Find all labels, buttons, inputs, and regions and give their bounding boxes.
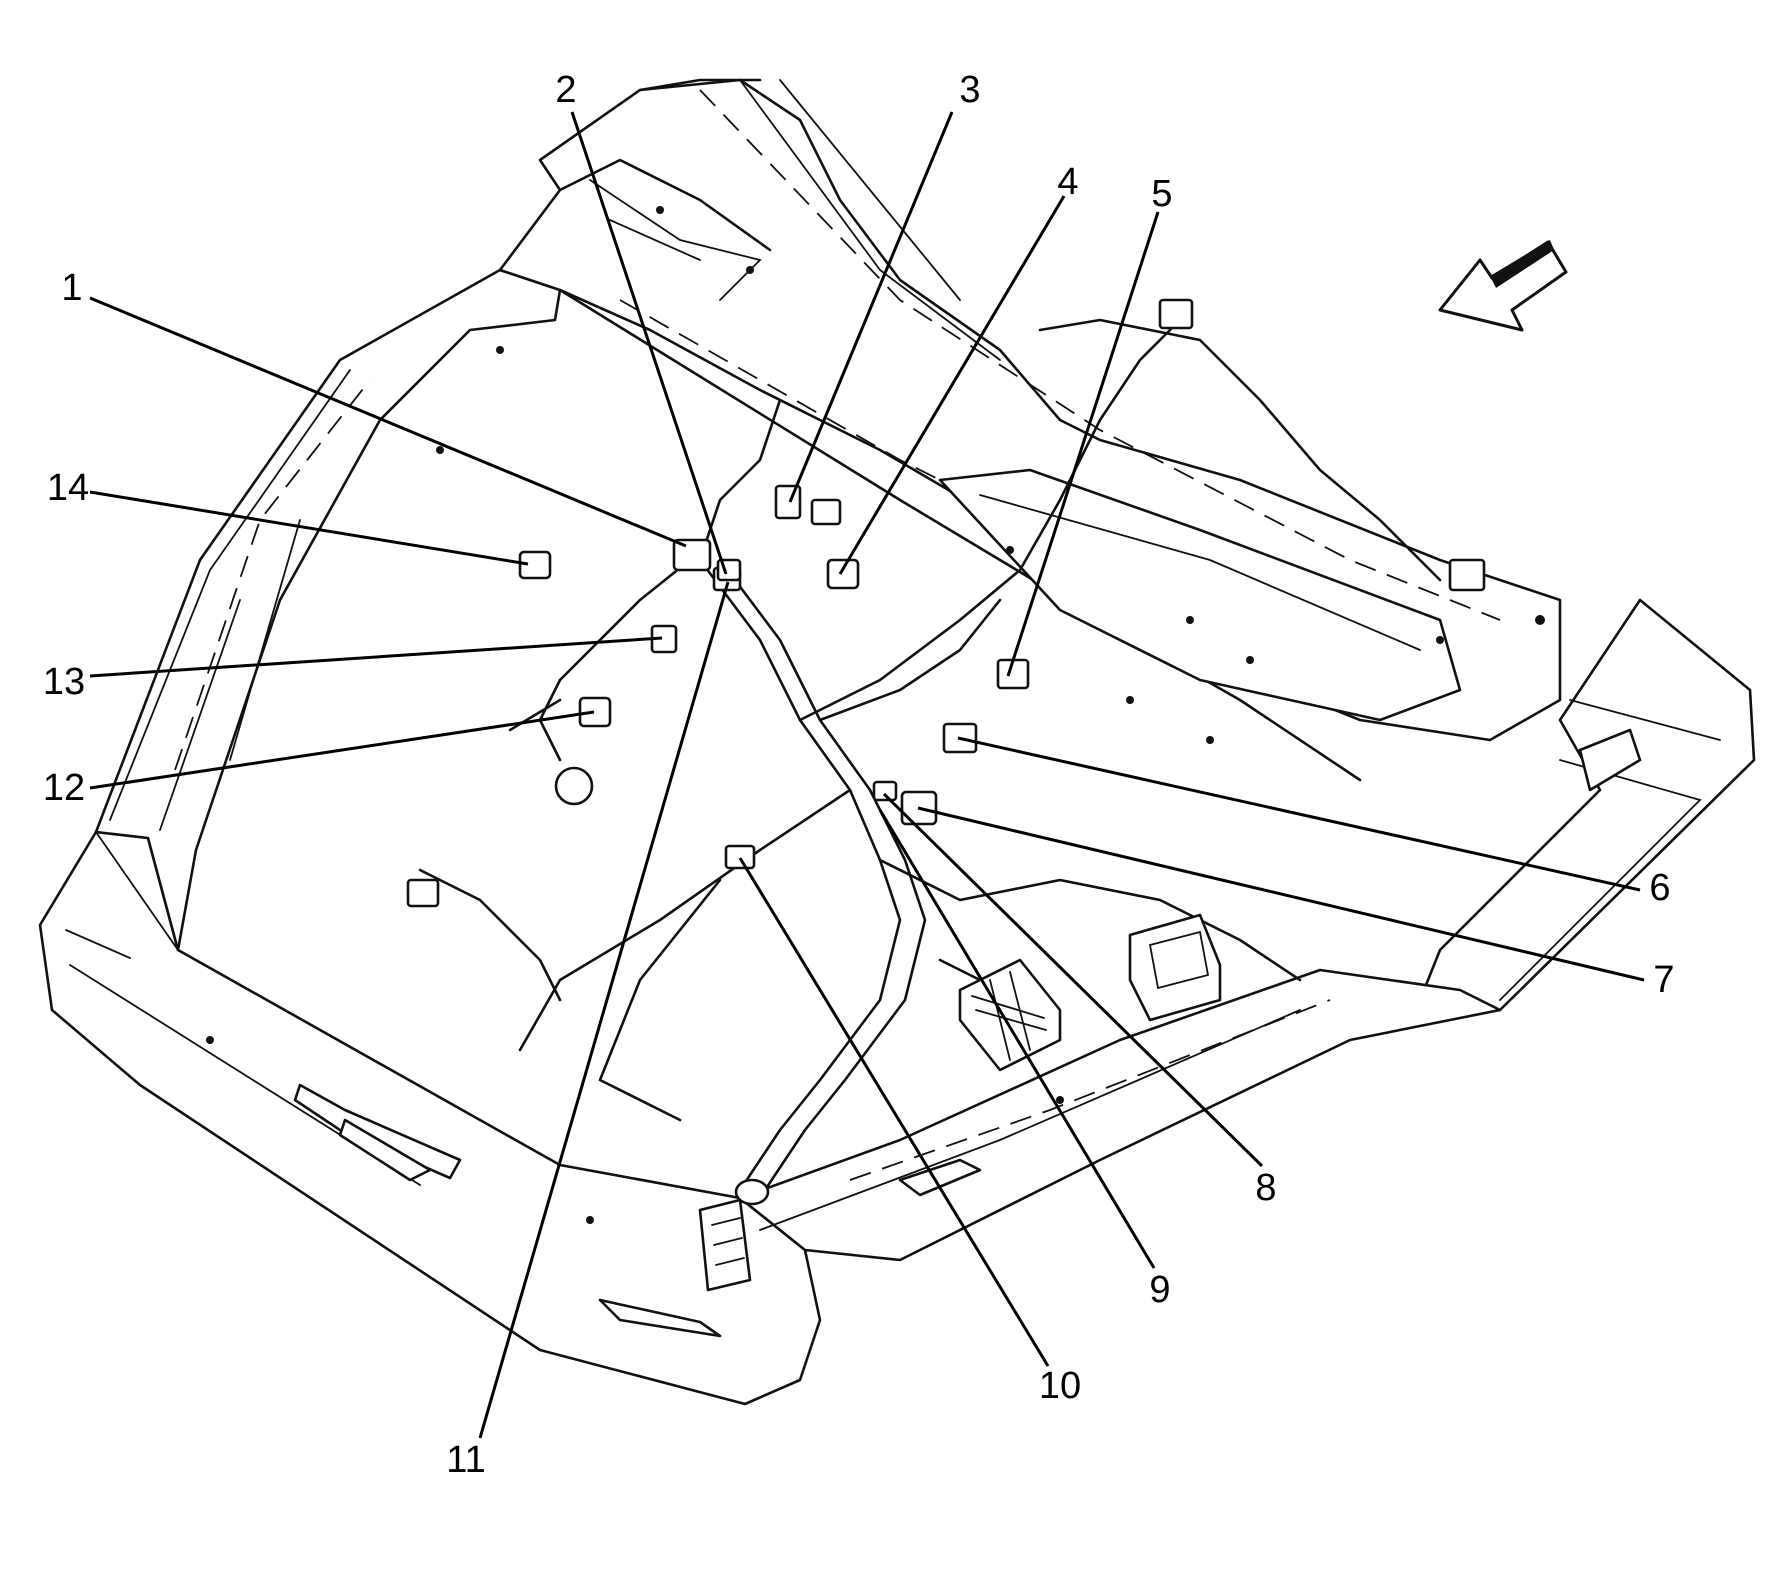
- leader-7: [917, 806, 1645, 982]
- callout-5: 5: [1151, 173, 1172, 215]
- leader-9: [878, 809, 1156, 1269]
- vehicle-body-outline: [38, 78, 1756, 1406]
- callout-2: 2: [555, 69, 576, 111]
- callout-4: 4: [1057, 161, 1078, 203]
- direction-arrow-icon: [1438, 240, 1568, 332]
- leader-13: [89, 636, 663, 678]
- leader-3: [788, 111, 954, 503]
- connector-12: [578, 696, 612, 728]
- callout-8: 8: [1255, 1167, 1276, 1209]
- callout-1: 1: [61, 267, 82, 309]
- callout-11: 11: [446, 1439, 485, 1481]
- callout-14: 14: [47, 467, 89, 509]
- callout-13: 13: [43, 661, 85, 703]
- callout-10: 10: [1039, 1365, 1081, 1407]
- callout-6: 6: [1649, 867, 1670, 909]
- leader-11: [478, 581, 730, 1439]
- leader-6: [957, 736, 1641, 892]
- leader-lines: [89, 111, 1645, 1439]
- control-module: [1128, 913, 1222, 1022]
- callout-3: 3: [959, 69, 980, 111]
- connector-1: [672, 538, 712, 572]
- callout-9: 9: [1149, 1269, 1170, 1311]
- callout-labels: 1 2 3 4 5 6 7 8 9 10 11 12 13 14: [43, 69, 1675, 1481]
- leader-2: [570, 111, 728, 575]
- leader-5: [1006, 211, 1160, 677]
- leader-8: [882, 792, 1264, 1168]
- connector-8: [872, 780, 898, 802]
- connector-10: [724, 844, 756, 870]
- connector-4: [826, 558, 860, 590]
- leader-14: [89, 490, 529, 566]
- callout-7: 7: [1653, 959, 1674, 1001]
- leader-4: [838, 195, 1066, 575]
- connector-14: [518, 550, 552, 580]
- leader-10: [738, 857, 1050, 1367]
- connector-3: [774, 484, 802, 520]
- round-connector: [554, 766, 594, 806]
- leader-1: [89, 296, 687, 548]
- callout-12: 12: [43, 767, 85, 809]
- connector-3b: [810, 498, 842, 526]
- leader-12: [89, 710, 595, 790]
- bulkhead-connector: [698, 1198, 752, 1292]
